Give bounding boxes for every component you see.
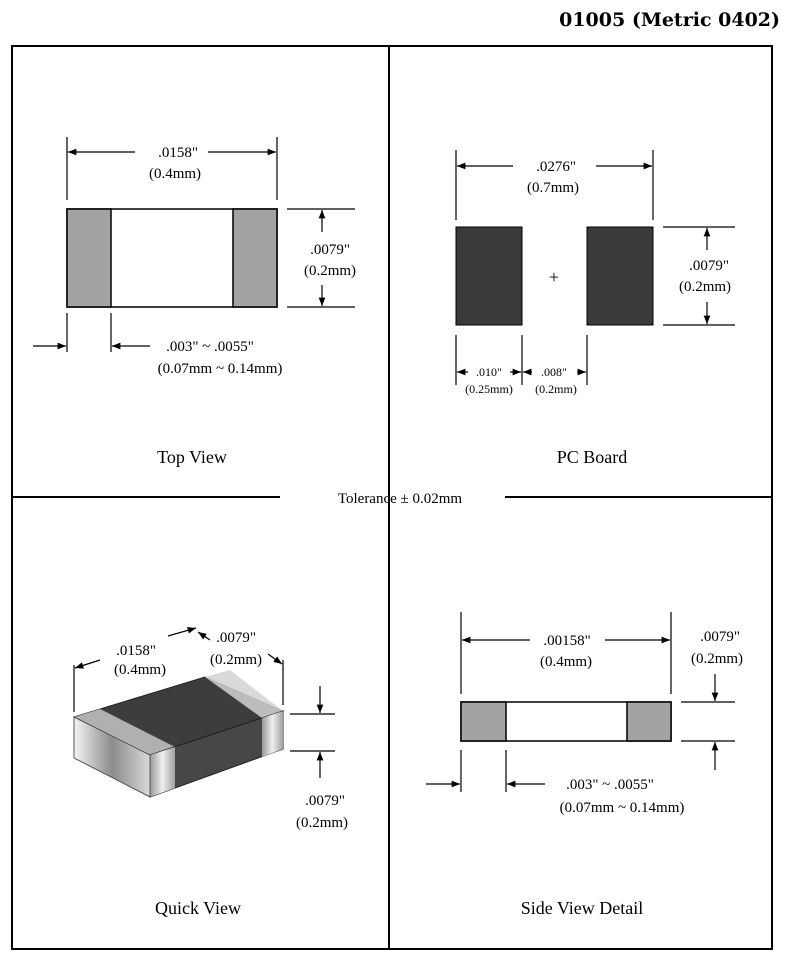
top-view-chip bbox=[66, 208, 278, 308]
pc-board-pad-gap-dimension bbox=[455, 335, 588, 385]
side-view-terminal-dimension bbox=[426, 750, 545, 792]
side-view-right-terminal bbox=[626, 701, 672, 742]
quick-view-width-dimension bbox=[197, 631, 284, 705]
top-view-width-dimension bbox=[287, 208, 355, 308]
quick-view-caption: Quick View bbox=[155, 898, 241, 918]
pc-board-span-in: .0276" bbox=[536, 159, 576, 175]
top-view-caption: Top View bbox=[157, 447, 227, 467]
quick-view-length-in: .0158" bbox=[116, 643, 156, 659]
side-view-chip bbox=[460, 701, 672, 742]
quick-view-length-dimension bbox=[73, 627, 197, 712]
pc-board-height-dimension bbox=[663, 226, 735, 326]
side-view-panel: .00158" (0.4mm) .0079" (0.2mm) .003" ~ .… bbox=[426, 612, 743, 918]
quick-view-height-dimension bbox=[290, 686, 335, 778]
top-view-width-in: .0079" bbox=[310, 242, 350, 258]
side-view-height-dimension bbox=[681, 674, 735, 770]
quick-view-width-in: .0079" bbox=[216, 630, 256, 646]
pc-board-right-pad bbox=[586, 226, 654, 326]
side-view-length-in: .00158" bbox=[543, 633, 590, 649]
pc-board-center-mark: + bbox=[549, 267, 559, 287]
side-view-length-dimension bbox=[460, 612, 672, 694]
drawing-frame bbox=[11, 45, 773, 950]
pc-board-caption: PC Board bbox=[557, 447, 628, 467]
top-view-terminal-mm: (0.07mm ~ 0.14mm) bbox=[158, 361, 283, 377]
top-view-length-in: .0158" bbox=[158, 145, 198, 161]
top-view-width-mm: (0.2mm) bbox=[304, 263, 356, 279]
pc-board-height-mm: (0.2mm) bbox=[679, 279, 731, 295]
pc-board-pad-mm: (0.25mm) bbox=[465, 382, 513, 396]
top-view-right-terminal bbox=[232, 208, 278, 308]
side-view-height-in: .0079" bbox=[700, 629, 740, 645]
quick-view-length-mm: (0.4mm) bbox=[114, 662, 166, 678]
side-view-left-terminal bbox=[460, 701, 507, 742]
page-title: 01005 (Metric 0402) bbox=[559, 9, 780, 31]
top-view-length-dimension bbox=[66, 137, 278, 200]
top-view-terminal-dimension bbox=[33, 313, 150, 352]
tolerance-label: Tolerance ± 0.02mm bbox=[338, 491, 463, 507]
quick-view-height-mm: (0.2mm) bbox=[296, 815, 348, 831]
quick-view-height-in: .0079" bbox=[305, 793, 345, 809]
side-view-terminal-mm: (0.07mm ~ 0.14mm) bbox=[560, 800, 685, 816]
top-view-panel: .0158" (0.4mm) .0079" (0.2mm) .003" ~ .0… bbox=[33, 137, 356, 467]
quick-view-chip bbox=[72, 670, 285, 798]
pc-board-height-in: .0079" bbox=[689, 258, 729, 274]
side-view-height-mm: (0.2mm) bbox=[691, 651, 743, 667]
pc-board-panel: + .0276" (0.7mm) .0079" (0.2mm) bbox=[455, 150, 735, 467]
pc-board-left-pad bbox=[455, 226, 523, 326]
top-view-left-terminal bbox=[66, 208, 112, 308]
side-view-caption: Side View Detail bbox=[521, 898, 644, 918]
side-view-length-mm: (0.4mm) bbox=[540, 654, 592, 670]
pc-board-gap-in: .008" bbox=[541, 365, 567, 379]
side-view-terminal-in: .003" ~ .0055" bbox=[566, 777, 654, 793]
quick-view-width-mm: (0.2mm) bbox=[210, 652, 262, 668]
quick-view-panel: .0158" (0.4mm) .0079" (0.2mm) .0079" (0.… bbox=[72, 627, 348, 918]
pc-board-span-dimension bbox=[455, 150, 654, 220]
pc-board-pad-in: .010" bbox=[476, 365, 502, 379]
pc-board-span-mm: (0.7mm) bbox=[527, 180, 579, 196]
top-view-length-mm: (0.4mm) bbox=[149, 166, 201, 182]
top-view-terminal-in: .003" ~ .0055" bbox=[166, 339, 254, 355]
pc-board-gap-mm: (0.2mm) bbox=[535, 382, 577, 396]
